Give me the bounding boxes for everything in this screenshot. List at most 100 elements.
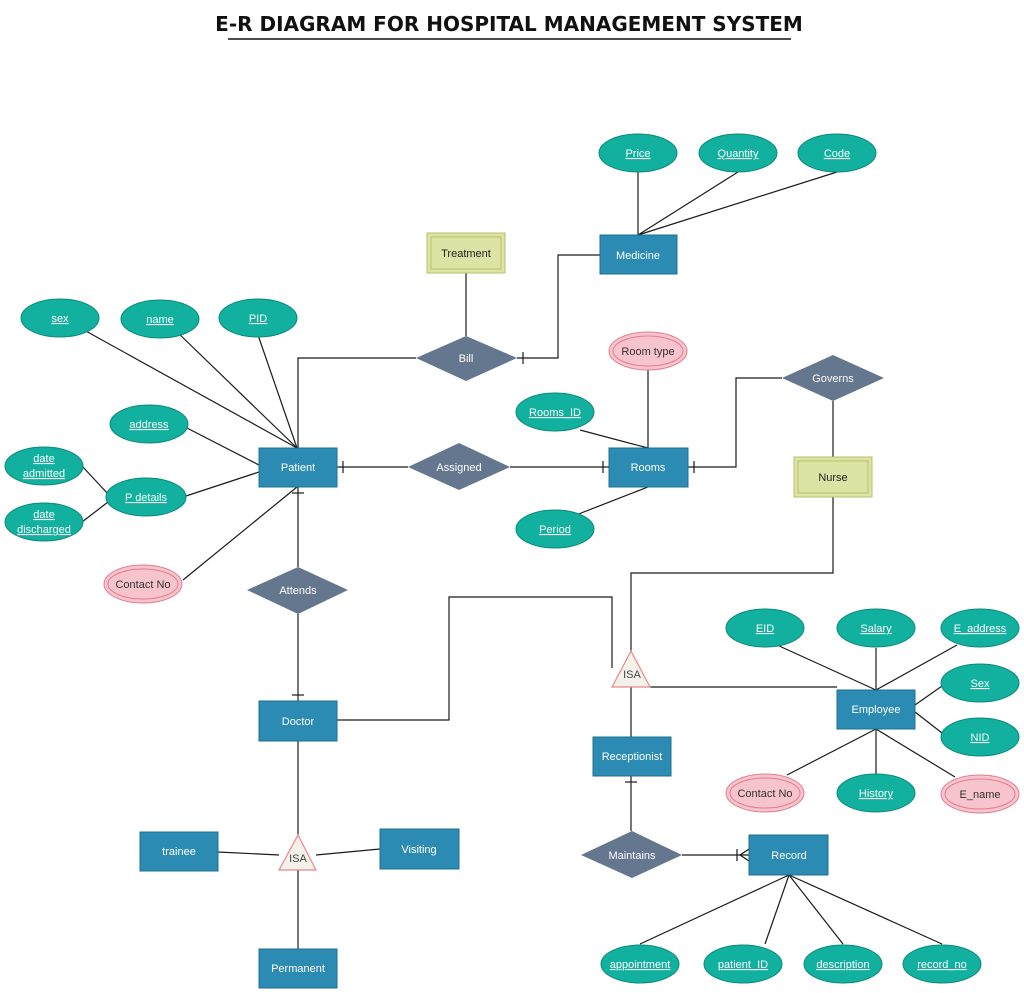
entity-employee: Employee (836, 689, 916, 730)
attribute-rooms-id: Rooms_ID (515, 392, 595, 432)
edge-pdetails-discharged (81, 501, 109, 523)
attribute-quantity-label: Quantity (718, 148, 759, 160)
attribute-record-no-label: record_no (917, 959, 967, 971)
entity-patient-label: Patient (281, 462, 315, 474)
attribute-salary-label: Salary (860, 623, 892, 635)
attribute-employee-sex: Sex (940, 663, 1020, 703)
edge-employee-eid (776, 644, 877, 691)
attribute-employee-sex-label: Sex (971, 678, 990, 690)
connector-lines (81, 171, 958, 949)
edge-nurse-isa (630, 497, 834, 651)
attribute-sex: sex (20, 298, 100, 338)
attribute-date-admitted-line2: admitted (23, 468, 65, 480)
entity-patient: Patient (258, 447, 338, 488)
attribute-price-label: Price (625, 148, 650, 160)
edge-patient-sex (83, 329, 298, 449)
entity-trainee: trainee (139, 831, 219, 872)
edge-employee-sex (914, 685, 943, 706)
entity-visiting-label: Visiting (401, 844, 436, 856)
entity-trainee-label: trainee (162, 846, 196, 858)
edge-isa2-visiting (315, 848, 381, 856)
edge-record-recordno (788, 874, 943, 945)
entity-rooms: Rooms (608, 447, 689, 488)
attribute-sex-label: sex (51, 313, 69, 325)
weak-entity-treatment-label: Treatment (441, 248, 491, 260)
attribute-history: History (836, 773, 916, 813)
attribute-patient-id: patient_ID (703, 944, 783, 984)
edge-doctor-isa (337, 596, 613, 721)
entity-medicine-label: Medicine (616, 250, 660, 262)
entity-medicine: Medicine (599, 234, 678, 275)
edge-employee-eaddress (875, 644, 958, 691)
weak-entity-nurse-label: Nurse (818, 472, 847, 484)
edge-medicine-code (637, 171, 838, 236)
isa-employee: ISA (611, 649, 651, 688)
edge-medicine-quantity (637, 171, 739, 236)
edge-record-appointment (639, 874, 790, 945)
attribute-period-label: Period (539, 524, 571, 536)
attribute-date-discharged-line1: date (33, 509, 54, 521)
entity-record-label: Record (771, 850, 806, 862)
isa-employee-label: ISA (623, 669, 641, 681)
multivalued-attribute-contact-no-employee: Contact No (725, 773, 805, 813)
edge-pdetails-admitted (81, 465, 109, 495)
edge-rooms-roomsid (579, 429, 649, 449)
edge-record-description (788, 874, 844, 945)
entity-permanent: Permanent (258, 948, 338, 989)
isa-doctor-label: ISA (289, 853, 307, 865)
multivalued-attribute-contact-no-patient: Contact No (103, 564, 183, 604)
relationship-maintains: Maintains (581, 831, 682, 878)
entity-permanent-label: Permanent (271, 963, 325, 975)
edge-employee-ename (875, 728, 956, 778)
relationship-attends: Attends (247, 567, 348, 614)
relationship-assigned: Assigned (408, 443, 510, 490)
multivalued-attribute-e-name-label: E_name (960, 789, 1001, 801)
attribute-p-details-label: P details (125, 492, 167, 504)
edge-rooms-period (575, 486, 649, 516)
multivalued-attribute-room-type: Room type (608, 331, 688, 371)
entity-receptionist-label: Receptionist (602, 751, 663, 763)
attribute-record-no: record_no (902, 944, 982, 984)
relationship-assigned-label: Assigned (436, 462, 481, 474)
attribute-quantity: Quantity (698, 133, 778, 173)
edge-patient-name (174, 329, 298, 449)
attribute-nid: NID (940, 717, 1020, 757)
relationship-bill-label: Bill (459, 353, 474, 365)
attribute-p-details: P details (105, 477, 187, 517)
attribute-e-address-label: E_address (954, 623, 1007, 635)
attribute-name: name (120, 299, 200, 339)
attribute-code: Code (797, 133, 877, 173)
relationship-governs-label: Governs (812, 373, 854, 385)
attribute-rooms-id-label: Rooms_ID (529, 407, 581, 419)
edge-isa2-trainee (217, 851, 280, 856)
attribute-pid-label: PID (249, 313, 267, 325)
attribute-description-label: description (816, 959, 869, 971)
attribute-period: Period (515, 509, 595, 549)
relationship-bill: Bill (416, 336, 517, 381)
multivalued-attribute-contact-no-patient-label: Contact No (115, 579, 170, 591)
record-crowfoot-a (739, 848, 750, 856)
entity-visiting: Visiting (379, 828, 460, 870)
entity-doctor-label: Doctor (282, 716, 315, 728)
edge-patient-pdetails (185, 471, 260, 497)
multivalued-attribute-contact-no-employee-label: Contact No (737, 788, 792, 800)
attribute-appointment: appointment (600, 944, 680, 984)
edge-patient-address (184, 426, 260, 466)
edge-patient-bill (297, 357, 416, 448)
attribute-description: description (803, 944, 883, 984)
attribute-price: Price (598, 133, 678, 173)
entity-record: Record (748, 834, 829, 876)
weak-entity-treatment: Treatment (426, 232, 506, 274)
edge-patient-contact (182, 486, 298, 581)
attribute-address-label: address (129, 419, 169, 431)
multivalued-attribute-room-type-label: Room type (621, 346, 674, 358)
entity-rooms-label: Rooms (631, 462, 666, 474)
attribute-nid-label: NID (971, 732, 990, 744)
attribute-date-discharged: date discharged (4, 502, 84, 542)
attribute-salary: Salary (836, 608, 916, 648)
relationship-maintains-label: Maintains (608, 850, 656, 862)
attribute-pid: PID (218, 298, 298, 338)
entity-receptionist: Receptionist (592, 736, 672, 777)
edge-record-patientid (764, 874, 790, 945)
